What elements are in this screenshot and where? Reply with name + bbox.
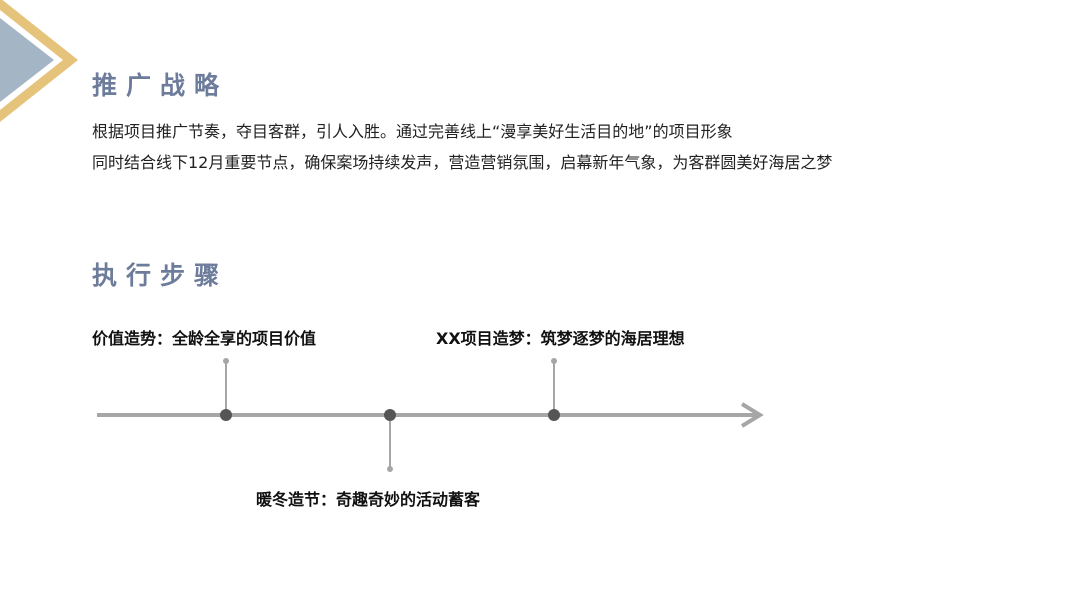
corner-triangle-decoration — [0, 0, 78, 122]
section-title-steps: 执行步骤 — [92, 261, 229, 290]
step-label-2: 暖冬造节：奇趣奇妙的活动蓄客 — [256, 490, 481, 509]
step-label-3: XX项目造梦：筑梦逐梦的海居理想 — [436, 329, 685, 348]
step-connector-end — [223, 358, 229, 364]
section-title-strategy: 推广战略 — [92, 71, 229, 100]
timeline-node — [384, 409, 396, 421]
strategy-line: 根据项目推广节奏，夺目客群，引人入胜。通过完善线上“漫享美好生活目的地”的项目形… — [92, 122, 733, 141]
strategy-line: 同时结合线下12月重要节点，确保案场持续发声，营造营销氛围，启幕新年气象，为客群… — [92, 153, 833, 172]
step-label-1: 价值造势：全龄全享的项目价值 — [92, 329, 317, 348]
timeline-arrow-icon — [740, 402, 764, 428]
step-connector-end — [551, 358, 557, 364]
timeline-node — [220, 409, 232, 421]
step-connector-end — [387, 466, 393, 472]
timeline-node — [548, 409, 560, 421]
strategy-text: 根据项目推广节奏，夺目客群，引人入胜。通过完善线上“漫享美好生活目的地”的项目形… — [92, 116, 832, 178]
